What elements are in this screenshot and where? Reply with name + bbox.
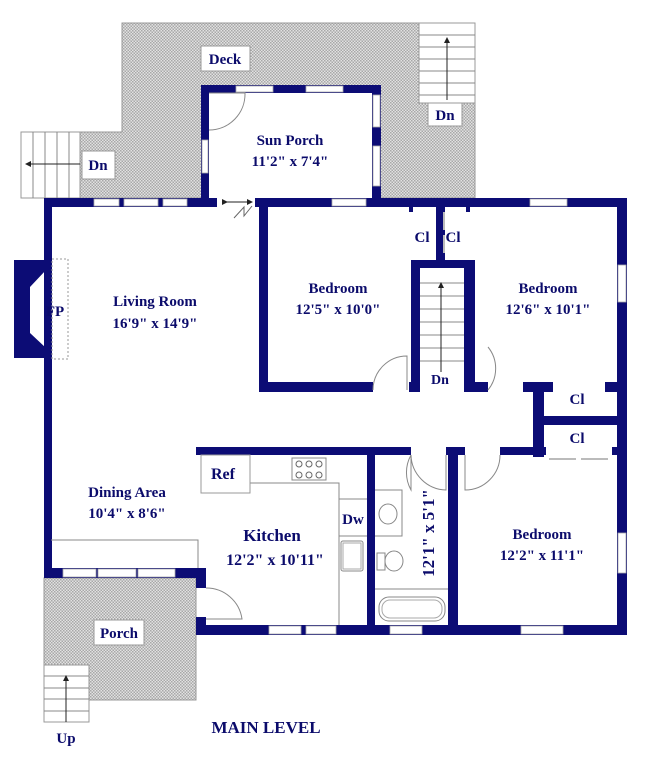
plan-title: MAIN LEVEL: [211, 718, 320, 737]
walls: [44, 197, 627, 635]
closet-label: Cl: [570, 392, 585, 408]
bedroom-2-size: 12'6" x 10'1": [506, 302, 591, 318]
bedroom-3-size: 12'2" x 11'1": [500, 548, 584, 564]
bath-fixtures: [375, 489, 448, 622]
door-swings: [205, 199, 612, 620]
sun-porch: [201, 85, 381, 198]
bedroom-3-name: Bedroom: [513, 527, 572, 543]
porch: [43, 577, 197, 723]
kitchen-size: 12'2" x 10'11": [226, 552, 324, 569]
closet-label: Cl: [570, 431, 585, 447]
bathroom-size: 12'1" x 5'1": [419, 489, 438, 577]
deck-stairs-right-label: Dn: [435, 108, 455, 124]
closet-label: Cl: [446, 230, 461, 246]
interior-stairs-label: Dn: [431, 373, 449, 388]
porch-label: Porch: [100, 626, 139, 642]
fireplace: [14, 258, 69, 360]
deck-stairs-left: [20, 131, 81, 199]
interior-stairs: [420, 268, 464, 382]
sun-porch-name: Sun Porch: [257, 133, 324, 149]
bedroom-1-size: 12'5" x 10'0": [296, 302, 381, 318]
closet-label: Cl: [415, 230, 430, 246]
fireplace-label: FP: [46, 304, 64, 320]
kitchen-name: Kitchen: [243, 526, 301, 545]
kitchen-fixtures: [51, 454, 367, 625]
bedroom-1-name: Bedroom: [309, 281, 368, 297]
deck-label: Deck: [209, 52, 242, 68]
dining-area-size: 10'4" x 8'6": [88, 506, 166, 522]
living-room-size: 16'9" x 14'9": [113, 316, 198, 332]
deck-stairs-left-label: Dn: [88, 158, 108, 174]
living-room-name: Living Room: [113, 294, 197, 310]
deck-stairs-right: [418, 22, 476, 104]
refrigerator-label: Ref: [211, 466, 236, 483]
bedroom-2-name: Bedroom: [519, 281, 578, 297]
sun-porch-size: 11'2" x 7'4": [252, 154, 329, 170]
dishwasher-label: Dw: [342, 512, 364, 528]
porch-stairs-label: Up: [56, 731, 75, 747]
dining-area-name: Dining Area: [88, 485, 166, 501]
